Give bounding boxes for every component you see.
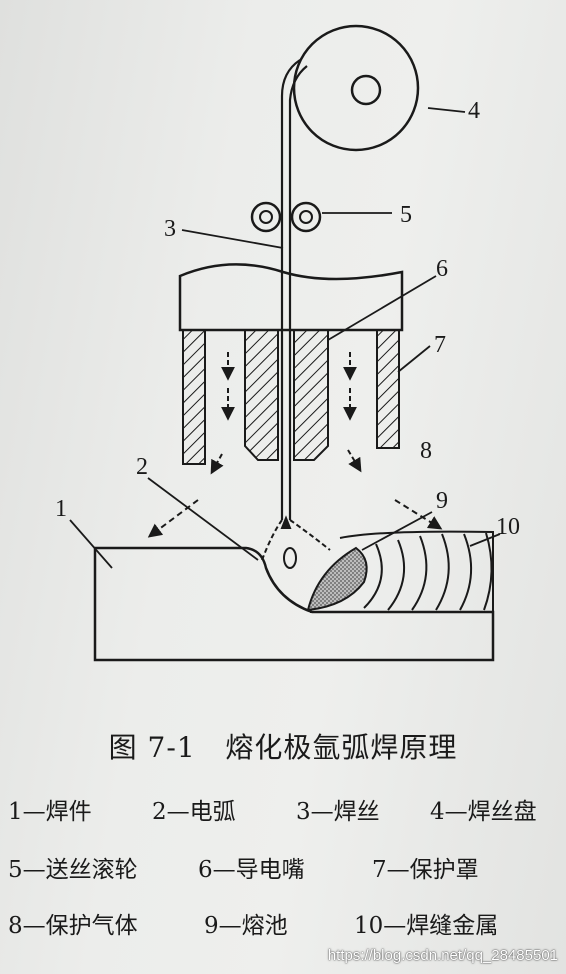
wire-spool [292,24,420,152]
label-8: 8 [420,438,432,464]
figure-number: 图 7-1 [108,731,196,764]
label-2: 2 [136,454,148,480]
leader-lines [69,107,501,569]
part-labels: 1 2 3 4 5 6 7 8 9 10 [55,98,520,540]
welding-wire [280,59,308,520]
label-6: 6 [436,256,448,282]
label-5: 5 [400,202,412,228]
figure-caption: 图 7-1 熔化极氩弧焊原理 [0,726,566,766]
legend-item: 5—送丝滚轮 [8,857,138,883]
arc [261,515,331,569]
legend-item: 9—熔池 [204,913,288,939]
gas-flow-arrows [147,352,443,538]
legend-item: 4—焊丝盘 [430,799,537,825]
figure-title: 熔化极氩弧焊原理 [225,731,458,764]
nozzle-housing [178,263,404,332]
legend-item: 2—电弧 [152,799,236,825]
legend-item: 1—焊件 [8,799,92,825]
label-3: 3 [164,216,176,242]
contact-tip [244,329,329,461]
argon-arc-welding-diagram: 1 2 3 4 5 6 7 8 9 10 [55,24,520,662]
label-4: 4 [468,98,480,124]
label-10: 10 [496,514,520,540]
legend-item: 10—焊缝金属 [354,913,499,939]
label-7: 7 [434,332,446,358]
legend-item: 7—保护罩 [372,857,479,883]
label-1: 1 [55,496,67,522]
legend-item: 6—导电嘴 [198,857,305,883]
weld-bead [310,530,494,613]
weld-pool [306,546,368,612]
source-watermark: https://blog.csdn.net/qq_28485501 [327,947,558,964]
feed-rollers [250,201,322,233]
legend-item: 8—保护气体 [8,913,138,939]
shield-cup [182,329,400,465]
legend-item: 3—焊丝 [296,799,380,825]
label-9: 9 [436,488,448,514]
